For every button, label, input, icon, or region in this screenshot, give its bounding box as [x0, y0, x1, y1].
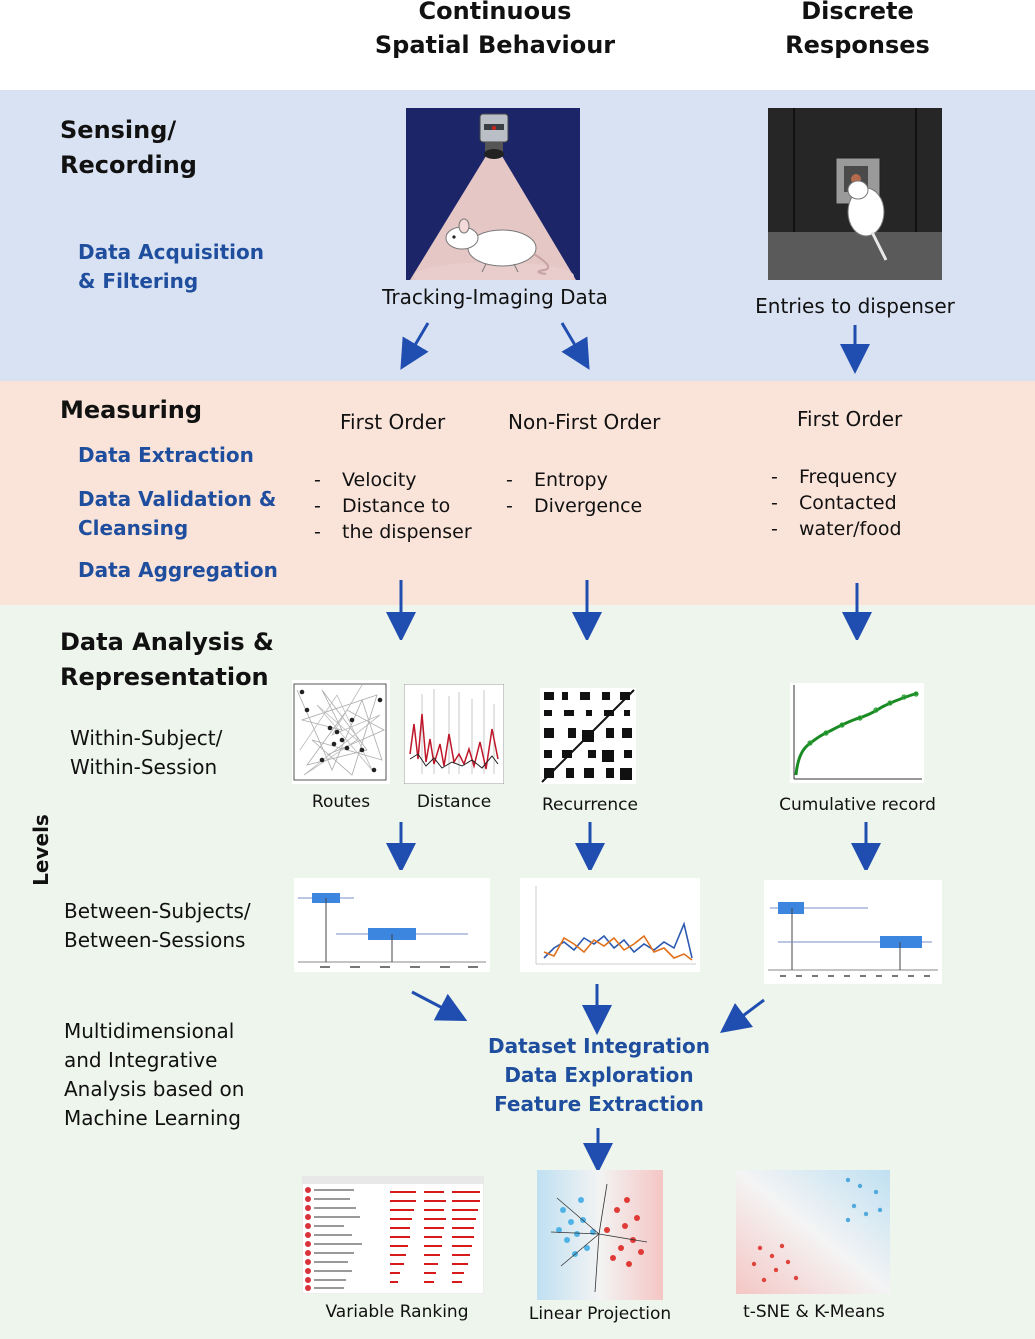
first-order-list: Velocity Distance to the dispenser — [314, 467, 472, 545]
non-first-order-heading: Non-First Order — [508, 410, 661, 434]
sensing-subtitle: Data Acquisition & Filtering — [78, 238, 264, 296]
entries-caption: Entries to dispenser — [755, 294, 955, 318]
arrows-within — [386, 822, 881, 870]
arrows-sensing — [400, 322, 870, 374]
linear-projection-thumbnail — [537, 1170, 663, 1300]
between-level-label: Between-Subjects/ Between-Sessions — [64, 897, 251, 955]
measuring-subs: Data Extraction Data Validation & Cleans… — [78, 441, 278, 585]
cumulative-thumbnail — [790, 683, 924, 783]
distance-caption: Distance — [416, 792, 492, 812]
sub-label-line: Data Acquisition — [78, 240, 265, 264]
integration-block: Dataset Integration Data Exploration Fea… — [470, 1032, 728, 1119]
within-level-label: Within-Subject/ Within-Session — [70, 724, 222, 782]
boxplot-thumbnail-right — [764, 880, 942, 984]
level-line: Between-Subjects/ — [64, 899, 251, 923]
column-header-continuous: Continuous Spatial Behaviour — [340, 0, 650, 62]
tsne-thumbnail — [736, 1170, 890, 1294]
list-item: Distance to — [314, 493, 472, 519]
tracking-caption: Tracking-Imaging Data — [382, 285, 608, 309]
recurrence-caption: Recurrence — [542, 795, 638, 815]
level-line: Between-Sessions — [64, 928, 246, 952]
list-item: Contacted — [771, 490, 902, 516]
routes-caption: Routes — [311, 792, 371, 812]
stage-title-line: Sensing/ — [60, 116, 177, 144]
list-item: Velocity — [314, 467, 472, 493]
first-order-heading: First Order — [340, 410, 446, 434]
integration-line: Feature Extraction — [494, 1092, 704, 1116]
stage-title-line: Data Analysis & — [60, 628, 274, 656]
ranking-caption: Variable Ranking — [325, 1302, 469, 1322]
dispenser-illustration — [768, 108, 942, 280]
list-item: Frequency — [771, 464, 902, 490]
sub-label-line: Cleansing — [78, 516, 189, 540]
stage-title-line: Representation — [60, 663, 269, 691]
multi-level-label: Multidimensional and Integrative Analysi… — [64, 1017, 244, 1133]
integration-line: Data Exploration — [504, 1063, 694, 1087]
tracking-camera-illustration — [406, 108, 580, 280]
variable-ranking-thumbnail — [302, 1176, 484, 1294]
level-line: and Integrative — [64, 1048, 218, 1072]
analysis-title: Data Analysis & Representation — [60, 625, 274, 695]
column-header-line: Responses — [785, 31, 930, 59]
level-line: Within-Subject/ — [70, 726, 223, 750]
level-line: Machine Learning — [64, 1106, 241, 1130]
recurrence-thumbnail — [540, 688, 636, 784]
measuring-title: Measuring — [60, 396, 203, 424]
sub-label-line: Data Aggregation — [78, 558, 278, 582]
sub-label-line: Data Validation & — [78, 487, 277, 511]
sub-label-line: Data Extraction — [78, 443, 254, 467]
distance-thumbnail — [404, 684, 504, 784]
rat-icon — [445, 218, 550, 275]
sub-label-line: & Filtering — [78, 269, 199, 293]
arrows-measuring — [386, 580, 872, 640]
column-header-line: Discrete — [801, 0, 914, 25]
cumulative-caption: Cumulative record — [779, 795, 936, 815]
column-header-line: Spatial Behaviour — [374, 31, 616, 59]
list-item: Divergence — [506, 493, 642, 519]
first-order-discrete-list: Frequency Contacted water/food — [771, 464, 902, 542]
stage-title-line: Recording — [60, 151, 197, 179]
sensing-title: Sensing/ Recording — [60, 113, 197, 183]
arrows-between — [411, 984, 765, 1035]
level-line: Analysis based on — [64, 1077, 245, 1101]
series-thumbnail-middle — [520, 878, 700, 972]
first-order-discrete-heading: First Order — [797, 407, 903, 431]
projection-caption: Linear Projection — [528, 1304, 672, 1324]
non-first-order-list: Entropy Divergence — [506, 467, 642, 519]
column-header-discrete: Discrete Responses — [740, 0, 975, 62]
list-item-continuation: the dispenser — [314, 519, 472, 545]
rat-icon — [847, 180, 888, 261]
integration-line: Dataset Integration — [487, 1034, 711, 1058]
level-line: Multidimensional — [64, 1019, 235, 1043]
level-line: Within-Session — [70, 755, 218, 779]
column-header-line: Continuous — [418, 0, 572, 25]
list-item-continuation: water/food — [771, 516, 902, 542]
arrow-integration — [583, 1128, 613, 1170]
boxplot-thumbnail-left — [294, 878, 490, 972]
tsne-caption: t-SNE & K-Means — [743, 1302, 885, 1322]
routes-thumbnail — [292, 680, 390, 784]
list-item: Entropy — [506, 467, 642, 493]
